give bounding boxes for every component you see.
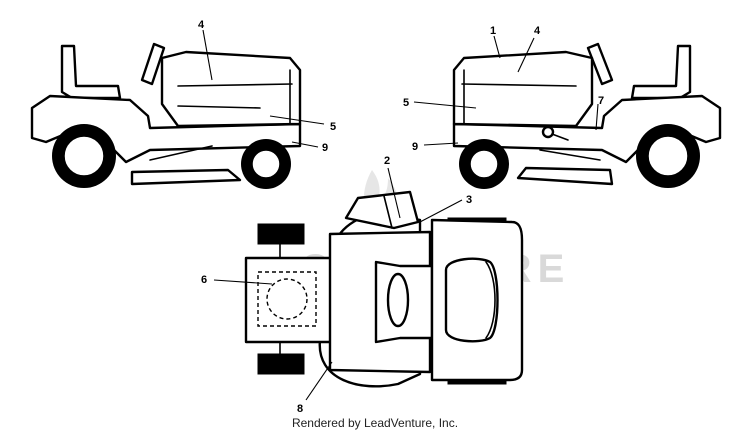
- callout-label: 9: [322, 142, 328, 154]
- callout-label: 1: [490, 25, 496, 37]
- seat: [630, 44, 692, 100]
- callout-label: 8: [297, 403, 303, 415]
- mower-deck: [130, 168, 242, 186]
- hood-line: [177, 105, 261, 109]
- leader-line: [413, 101, 477, 109]
- lift-lever-knob: [541, 125, 555, 139]
- leader-line: [493, 35, 501, 59]
- hood-line: [177, 83, 293, 87]
- leader-line: [291, 141, 319, 148]
- right-side-view: 1 4 5 7 9: [403, 25, 722, 189]
- body-deck: [452, 94, 722, 164]
- seat-outline: [257, 271, 317, 327]
- hood-grille: [444, 257, 499, 343]
- callout-label: 6: [201, 274, 207, 286]
- callout-label: 2: [384, 155, 390, 167]
- front-wheel-hub: [251, 149, 281, 179]
- callout-label: 4: [198, 19, 205, 31]
- chute-line: [383, 195, 393, 229]
- hood: [452, 50, 594, 128]
- leader-line: [419, 199, 463, 223]
- front-wheel-hub: [469, 149, 499, 179]
- steering-column: [386, 272, 410, 328]
- leader-line: [305, 361, 333, 401]
- body-deck: [30, 94, 302, 164]
- hood: [160, 50, 302, 128]
- rear-tire: [257, 353, 305, 375]
- rear-tire: [257, 223, 305, 245]
- mower-deck: [516, 166, 614, 186]
- footer-credit: Rendered by LeadVenture, Inc.: [291, 416, 459, 430]
- leader-line: [595, 103, 599, 131]
- hood-line: [485, 261, 496, 339]
- callout-label: 7: [598, 95, 604, 107]
- steering-wheel: [140, 42, 166, 86]
- leader-line: [423, 142, 459, 146]
- leader-line: [269, 115, 325, 125]
- rear-wheel-hub: [63, 135, 105, 177]
- left-side-view: 4 5 9: [30, 19, 336, 189]
- seat: [60, 44, 122, 100]
- rear-wheel-hub: [647, 135, 689, 177]
- leader-line: [213, 279, 273, 285]
- leader-line: [202, 29, 213, 81]
- callout-label: 5: [403, 97, 409, 109]
- leader-line: [387, 167, 401, 219]
- hood-line: [461, 83, 577, 87]
- leader-line: [517, 37, 535, 73]
- callout-label: 5: [330, 121, 336, 133]
- callout-label: 4: [534, 25, 541, 37]
- deck-link: [149, 145, 213, 161]
- steering-wheel: [586, 42, 614, 86]
- top-view: 2 3 6 8: [201, 155, 524, 415]
- discharge-chute: [344, 190, 420, 230]
- callout-label: 9: [412, 141, 418, 153]
- callout-label: 3: [466, 194, 472, 206]
- deck-link: [539, 149, 601, 161]
- lift-lever: [551, 133, 569, 141]
- seat-dial: [266, 278, 308, 320]
